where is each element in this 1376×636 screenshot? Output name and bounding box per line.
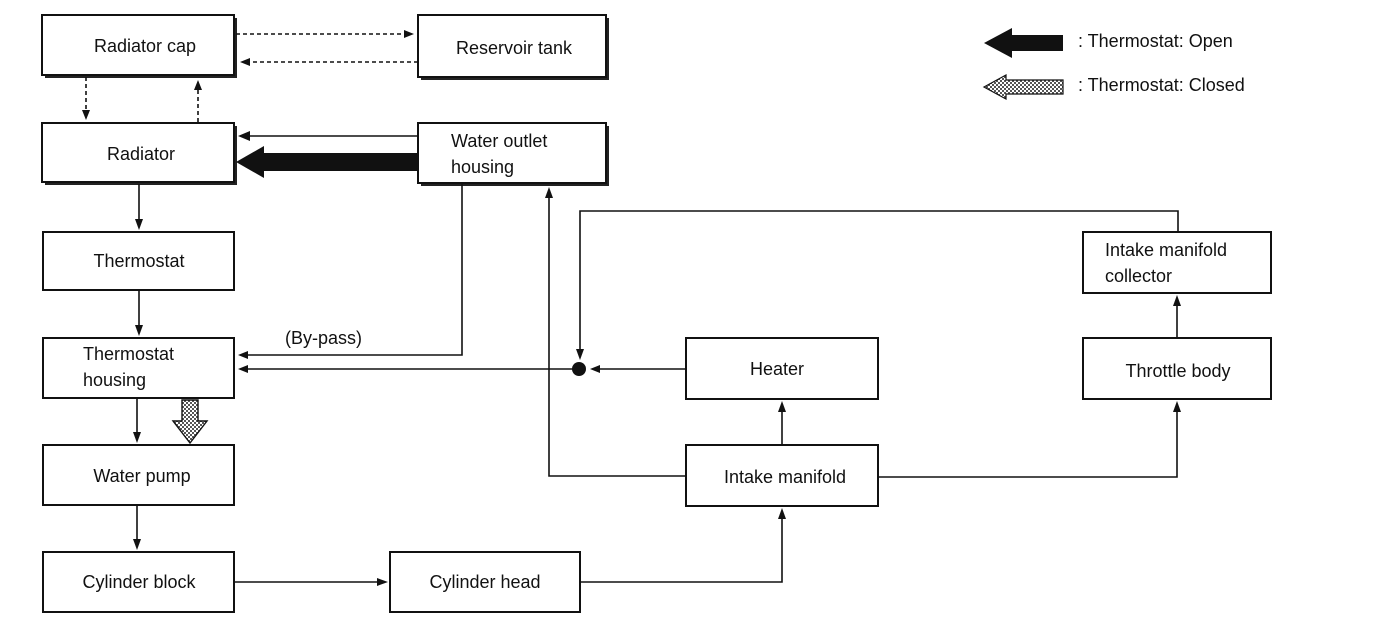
node-cylinder-head: Cylinder head	[389, 551, 581, 613]
thermostat-housing-label-line2: housing	[83, 370, 146, 390]
edge-heater-return	[238, 365, 686, 373]
edge-bypass: (By-pass)	[238, 184, 463, 359]
intake-manifold-collector-label-line2: collector	[1105, 266, 1172, 286]
legend-closed-arrow-icon	[982, 73, 1064, 101]
edge-block-to-head	[234, 578, 388, 586]
edge-collector-to-junction	[576, 210, 1179, 360]
edge-housing-to-pump-closed	[171, 399, 209, 445]
edge-radiator-to-cap	[194, 80, 202, 122]
node-throttle-body: Throttle body	[1082, 337, 1272, 400]
cylinder-head-label: Cylinder head	[429, 572, 540, 592]
water-pump-label: Water pump	[93, 466, 190, 486]
legend-closed-label: : Thermostat: Closed	[1078, 75, 1245, 95]
edge-pump-to-block	[133, 506, 141, 550]
thermostat-housing-label-line1: Thermostat	[83, 344, 174, 364]
edge-reservoir-to-cap	[240, 58, 418, 66]
node-cylinder-block: Cylinder block	[42, 551, 235, 613]
intake-manifold-collector-label-line1: Intake manifold	[1105, 240, 1227, 260]
radiator-cap-label: Radiator cap	[94, 36, 196, 56]
node-water-outlet-housing: Water outlet housing	[417, 122, 609, 186]
node-radiator: Radiator	[41, 122, 237, 185]
water-outlet-housing-label-line1: Water outlet	[451, 131, 547, 151]
legend-open-label: : Thermostat: Open	[1078, 31, 1233, 51]
junction-dot	[572, 362, 586, 376]
edge-housing-to-pump	[133, 398, 141, 443]
edge-thermostat-to-housing	[135, 290, 143, 336]
node-intake-manifold-collector: Intake manifold collector	[1082, 231, 1272, 294]
cylinder-block-label: Cylinder block	[82, 572, 196, 592]
thermostat-label: Thermostat	[93, 251, 184, 271]
node-reservoir-tank: Reservoir tank	[417, 14, 609, 80]
edge-throttle-to-collector	[1173, 295, 1181, 338]
edge-head-to-manifold	[580, 508, 786, 583]
node-thermostat: Thermostat	[42, 231, 235, 291]
reservoir-tank-label: Reservoir tank	[456, 38, 573, 58]
edge-outlet-to-radiator-closed	[238, 131, 418, 141]
throttle-body-label: Throttle body	[1125, 361, 1230, 381]
edge-manifold-to-heater	[778, 401, 786, 445]
edge-manifold-to-throttle	[878, 401, 1181, 478]
intake-manifold-label: Intake manifold	[724, 467, 846, 487]
node-water-pump: Water pump	[42, 444, 235, 506]
node-intake-manifold: Intake manifold	[685, 444, 879, 507]
node-thermostat-housing: Thermostat housing	[42, 337, 235, 399]
bypass-label: (By-pass)	[285, 328, 362, 348]
radiator-label: Radiator	[107, 144, 175, 164]
edge-radiator-to-thermostat	[135, 184, 143, 230]
legend-open-arrow-icon	[984, 28, 1063, 58]
node-heater: Heater	[685, 337, 879, 400]
edge-outlet-to-radiator-open	[236, 146, 418, 178]
water-outlet-housing-label-line2: housing	[451, 157, 514, 177]
edge-manifold-to-outlet	[545, 187, 686, 477]
edge-cap-to-reservoir	[236, 30, 414, 38]
edge-cap-to-radiator	[82, 77, 90, 120]
legend: : Thermostat: Open : Thermostat: Closed	[982, 28, 1245, 101]
heater-label: Heater	[750, 359, 804, 379]
node-radiator-cap: Radiator cap	[41, 14, 237, 78]
